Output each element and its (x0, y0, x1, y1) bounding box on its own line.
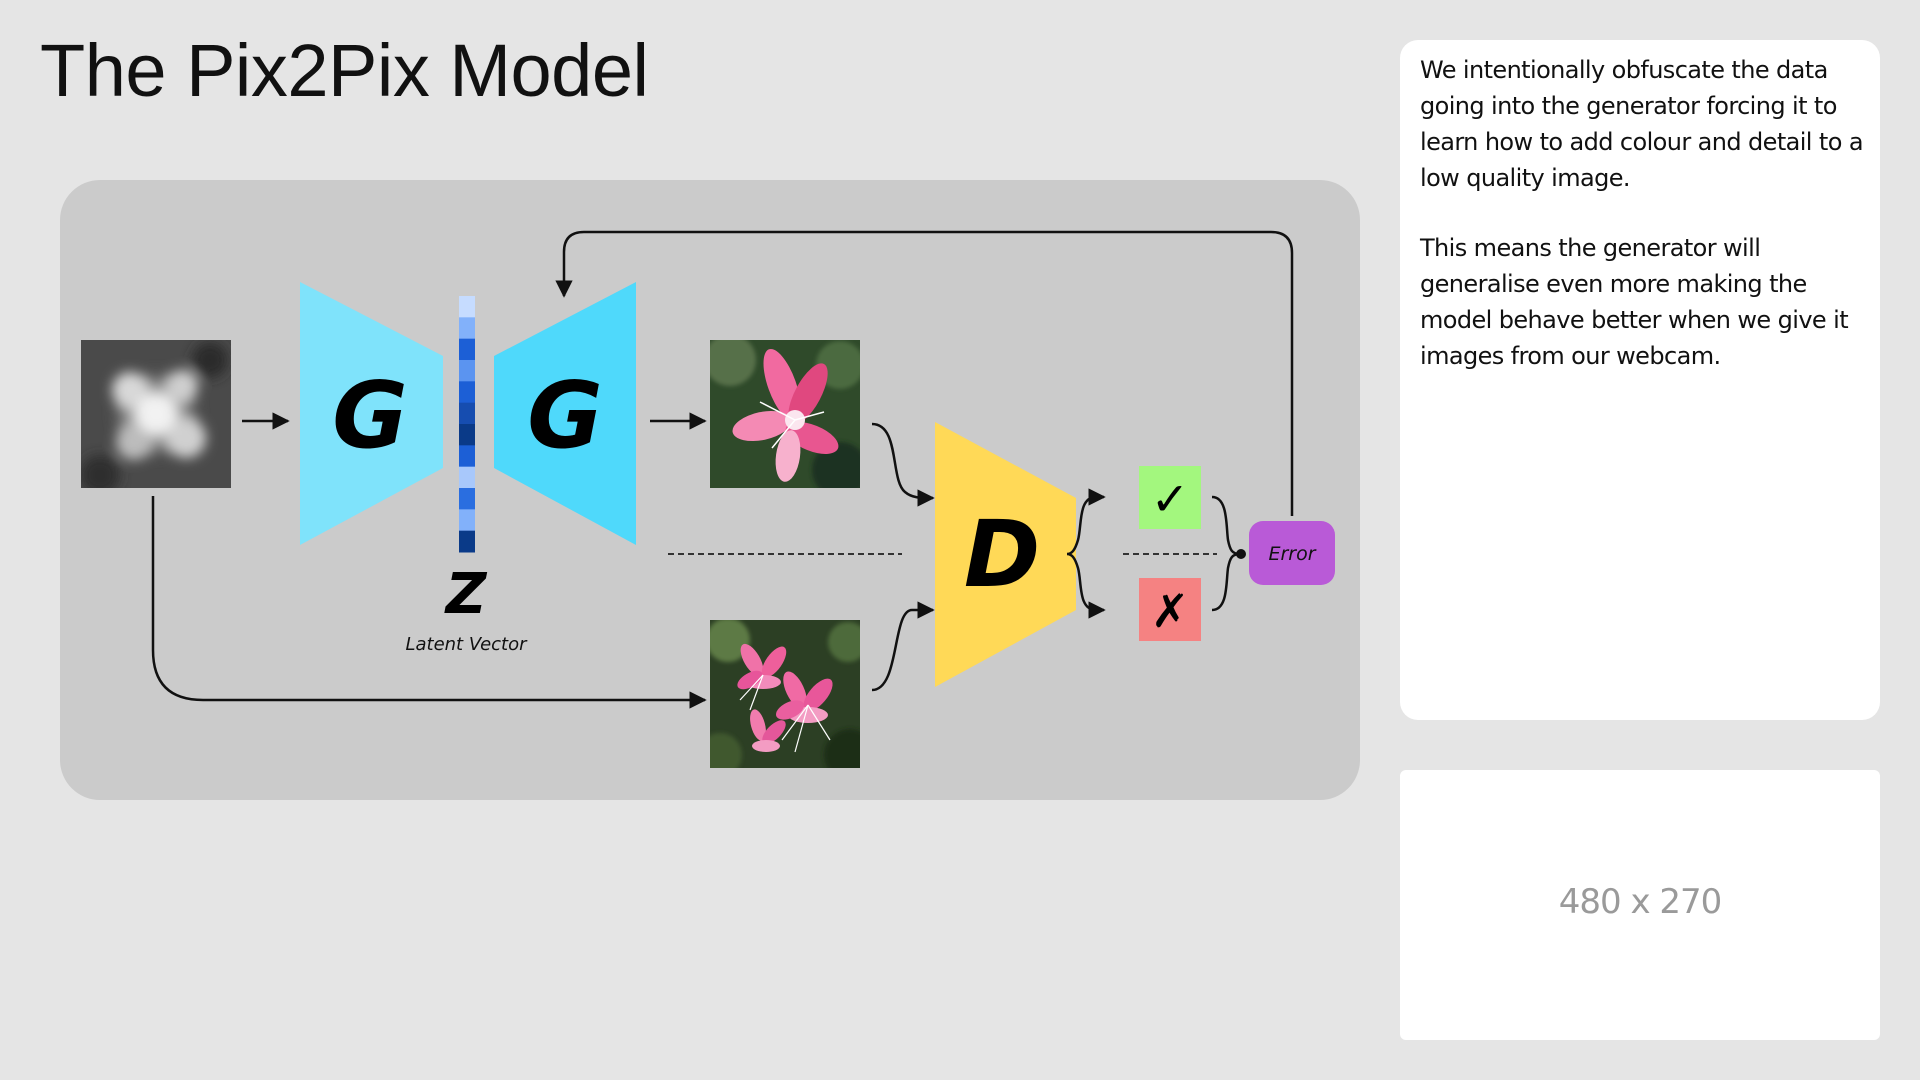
description-card: We intentionally obfuscate the data goin… (1400, 40, 1880, 720)
real-output-box (1139, 466, 1201, 529)
latent-cell (459, 530, 475, 553)
real-flower-3 (750, 709, 786, 752)
generator-encoder-label: G (332, 362, 408, 469)
error-box (1249, 521, 1335, 585)
latent-cell (459, 445, 475, 468)
real-flower-1 (737, 643, 787, 690)
discriminator-label: D (964, 501, 1040, 608)
generated-flower-petals (732, 348, 839, 482)
description-paragraph-2: This means the generator will generalise… (1420, 234, 1849, 370)
latent-cell (459, 488, 475, 510)
webcam-placeholder: 480 x 270 (1400, 770, 1880, 1040)
generator-decoder (494, 282, 636, 545)
latent-z-label: Z (444, 562, 488, 627)
latent-vector-bar (459, 296, 475, 553)
latent-cell (459, 402, 475, 425)
discriminator-branch-brace (1066, 495, 1097, 612)
error-label: Error (1268, 543, 1316, 565)
arrow-error-feedback-to-generator (555, 230, 1294, 516)
input-blurred-image (81, 340, 231, 488)
latent-cell (459, 296, 475, 318)
latent-cell (459, 509, 475, 532)
pix2pix-diagram: G G Z Latent Vector (81, 230, 1335, 768)
latent-cell (459, 381, 475, 404)
arrow-input-to-real-image (151, 496, 707, 709)
fake-output-box (1139, 578, 1201, 641)
cross-icon: ✗ (1151, 584, 1190, 638)
discriminator (935, 422, 1076, 687)
generator-decoder-label: G (527, 362, 603, 469)
merge-dot (1236, 549, 1246, 559)
description-paragraph-1: We intentionally obfuscate the data goin… (1420, 56, 1864, 192)
latent-cell (459, 466, 475, 489)
latent-cell (459, 424, 475, 446)
arrow-real-to-discriminator (871, 601, 935, 692)
real-target-flower-image (710, 620, 860, 768)
check-icon: ✓ (1151, 472, 1190, 526)
page-title: The Pix2Pix Model (40, 29, 649, 112)
latent-vector-caption: Latent Vector (405, 634, 528, 655)
generator-encoder (300, 282, 443, 545)
diagram-panel: G G Z Latent Vector (60, 180, 1360, 800)
generated-flower-image (710, 340, 860, 488)
latent-cell (459, 360, 475, 382)
arrow-generated-to-discriminator (871, 422, 935, 507)
webcam-placeholder-label: 480 x 270 (1558, 882, 1723, 922)
latent-cell (459, 317, 475, 340)
latent-cell (459, 338, 475, 361)
